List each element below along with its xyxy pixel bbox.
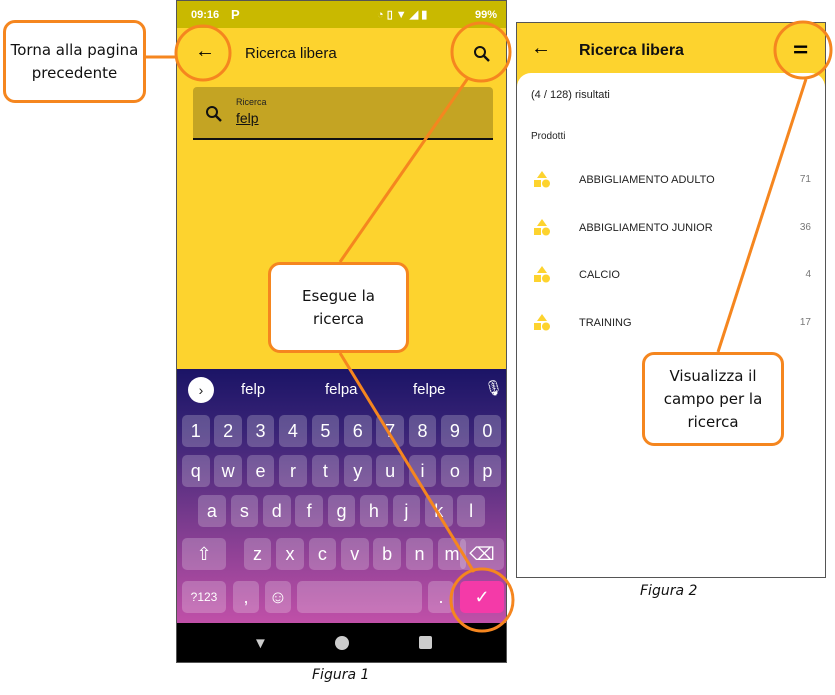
enter-check-key[interactable]: ✓ [460, 581, 504, 613]
list-item[interactable]: ABBIGLIAMENTO ADULTO 71 [517, 165, 825, 195]
app-bar: ← Ricerca libera [177, 28, 506, 80]
navigation-bar: ▼ [177, 623, 506, 662]
list-item[interactable]: CALCIO 4 [517, 260, 825, 290]
key-m[interactable]: m [438, 538, 466, 570]
item-label: ABBIGLIAMENTO ADULTO [579, 174, 715, 186]
key-x[interactable]: x [276, 538, 304, 570]
callout-filter: Visualizza il campo per la ricerca [642, 352, 784, 446]
item-label: TRAINING [579, 316, 632, 329]
key-1[interactable]: 1 [182, 415, 210, 447]
category-shapes-icon [534, 313, 550, 330]
comma-key[interactable]: , [233, 581, 259, 613]
key-q[interactable]: q [182, 455, 210, 487]
battery-level: 99% [475, 9, 498, 21]
key-6[interactable]: 6 [344, 415, 372, 447]
phone-screen-search: 09:16 P ◔ ▯ ▼ ◢ ▮ 99% ← Ricerca libera R… [176, 0, 507, 663]
results-panel: (4 / 128) risultati Prodotti ABBIGLIAMEN… [517, 73, 825, 577]
key-4[interactable]: 4 [279, 415, 307, 447]
item-count: 36 [799, 221, 811, 233]
microphone-icon[interactable]: 🎙 [484, 380, 504, 397]
list-item[interactable]: ABBIGLIAMENTO JUNIOR 36 [517, 213, 825, 243]
backspace-key[interactable]: ⌫ [460, 538, 504, 570]
search-button[interactable] [473, 45, 491, 63]
phone-screen-results: ← Ricerca libera ⚌ (4 / 128) risultati P… [516, 22, 826, 578]
back-button[interactable]: ← [195, 40, 215, 62]
status-time: 09:16 [191, 9, 220, 21]
key-r[interactable]: r [279, 455, 307, 487]
back-highlight-circle [174, 24, 232, 82]
item-count: 71 [799, 174, 811, 185]
back-nav-icon[interactable]: ▼ [253, 635, 268, 652]
key-w[interactable]: w [214, 455, 242, 487]
search-value: felp [236, 110, 259, 126]
key-9[interactable]: 9 [441, 415, 469, 447]
key-a[interactable]: a [198, 495, 226, 527]
category-shapes-icon [534, 171, 550, 188]
back-button[interactable]: ← [531, 37, 551, 59]
key-v[interactable]: v [341, 538, 369, 570]
suggestion-1[interactable]: felp [241, 381, 266, 398]
key-5[interactable]: 5 [311, 415, 340, 447]
key-j[interactable]: j [392, 495, 421, 527]
item-count: 4 [805, 269, 811, 280]
item-count: 17 [799, 316, 811, 328]
page-title: Ricerca libera [579, 42, 684, 59]
key-8[interactable]: 8 [408, 415, 437, 447]
list-item[interactable]: TRAINING 17 [517, 308, 825, 338]
status-icons: ◔ ▯ ▼ ◢ ▮ [377, 9, 428, 21]
search-highlight-circle [450, 21, 512, 83]
key-0[interactable]: 0 [473, 415, 502, 447]
callout-back: Torna alla pagina precedente [3, 20, 146, 103]
key-y[interactable]: y [344, 455, 372, 487]
key-h[interactable]: h [360, 495, 388, 527]
key-n[interactable]: n [405, 538, 434, 570]
key-d[interactable]: d [263, 495, 291, 527]
key-s[interactable]: s [230, 495, 259, 527]
recents-nav-icon[interactable] [419, 636, 432, 649]
home-nav-icon[interactable] [335, 636, 349, 650]
key-o[interactable]: o [441, 455, 469, 487]
expand-suggestions-button[interactable]: › [188, 377, 214, 403]
parking-app-icon: P [231, 7, 240, 22]
callout-search: Esegue la ricerca [268, 262, 409, 353]
suggestion-2[interactable]: felpa [325, 381, 358, 398]
key-g[interactable]: g [327, 495, 356, 527]
section-heading: Prodotti [531, 131, 566, 142]
category-shapes-icon [534, 218, 550, 235]
page-title: Ricerca libera [245, 45, 337, 62]
figure-1-caption: Figura 1 [312, 667, 370, 683]
key-t[interactable]: t [311, 455, 340, 487]
suggestion-3[interactable]: felpe [413, 381, 446, 398]
filter-highlight-circle [773, 20, 833, 80]
search-label: Ricerca [236, 97, 267, 107]
key-p[interactable]: p [473, 455, 502, 487]
key-3[interactable]: 3 [246, 415, 275, 447]
category-shapes-icon [534, 266, 550, 283]
item-label: ABBIGLIAMENTO JUNIOR [579, 221, 713, 234]
symbols-key[interactable]: ?123 [182, 581, 226, 613]
enter-highlight-circle [449, 567, 515, 633]
search-icon [206, 106, 222, 122]
key-2[interactable]: 2 [214, 415, 242, 447]
results-count: (4 / 128) risultati [531, 89, 610, 101]
item-label: CALCIO [579, 269, 620, 281]
status-bar: 09:16 P ◔ ▯ ▼ ◢ ▮ 99% [177, 1, 506, 28]
key-e[interactable]: e [246, 455, 275, 487]
filter-tune-button[interactable]: ⚌ [793, 38, 809, 57]
shift-key[interactable]: ⇧ [182, 538, 226, 570]
key-u[interactable]: u [376, 455, 404, 487]
key-f[interactable]: f [295, 495, 323, 527]
emoji-key[interactable]: ☺ [265, 581, 291, 613]
key-b[interactable]: b [373, 538, 401, 570]
figure-2-caption: Figura 2 [640, 583, 698, 599]
key-l[interactable]: l [457, 495, 485, 527]
space-key[interactable] [297, 581, 422, 613]
key-z[interactable]: z [243, 538, 272, 570]
key-c[interactable]: c [308, 538, 337, 570]
